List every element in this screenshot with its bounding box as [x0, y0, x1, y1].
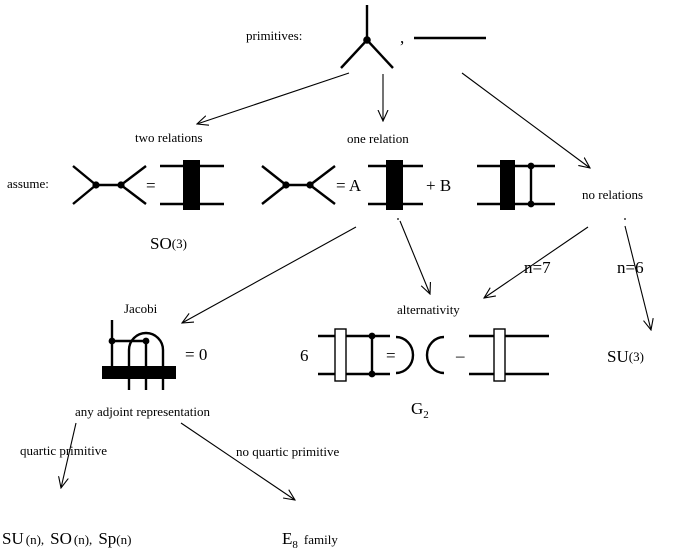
- no-relations-label: no relations: [582, 187, 643, 202]
- box-rung-diagram-icon: [477, 160, 555, 210]
- black-box-diagram-icon: [368, 160, 423, 210]
- h-diagram-icon: [72, 165, 147, 205]
- jacobi-label: Jacobi: [124, 301, 158, 316]
- arrow-to-alternativity: [399, 220, 430, 294]
- dot-mark: [624, 218, 626, 220]
- arrow-n7: [484, 226, 589, 298]
- coefficient-b: + B: [426, 176, 451, 195]
- alternativity-equals: =: [386, 346, 396, 365]
- alternativity-minus: –: [455, 346, 465, 365]
- jacobi-equals-zero: = 0: [185, 345, 207, 364]
- no-quartic-primitive-label: no quartic primitive: [236, 444, 339, 459]
- so3-result: SO(3): [150, 234, 187, 253]
- black-box-diagram-icon: [160, 160, 224, 210]
- alternativity-coefficient: 6: [300, 346, 309, 365]
- arrow-to-no-relations: [461, 72, 590, 168]
- left-arc-icon: [425, 335, 445, 375]
- dot-mark: [397, 218, 399, 220]
- right-arc-icon: [395, 335, 415, 375]
- one-relation-label: one relation: [347, 131, 409, 146]
- alternativity-label: alternativity: [397, 302, 460, 317]
- g2-result: G2: [411, 399, 429, 421]
- n7-label: n=7: [524, 258, 551, 277]
- comma-separator: ,: [400, 28, 404, 47]
- vertex-primitive-icon: [340, 5, 394, 69]
- arrow-to-two-relations: [197, 72, 350, 124]
- arrow-n6: [624, 225, 651, 330]
- assume-label: assume:: [7, 176, 49, 191]
- equals-sign: =: [146, 176, 156, 195]
- h-diagram-icon: [261, 165, 336, 205]
- two-relations-label: two relations: [135, 130, 203, 145]
- white-box-diagram-icon: [469, 328, 549, 382]
- white-box-rung-diagram-icon: [318, 328, 390, 382]
- quartic-primitive-label: quartic primitive: [20, 443, 107, 458]
- arrow-to-jacobi: [182, 226, 357, 323]
- jacobi-diagram-icon: [102, 320, 176, 390]
- classical-groups-result: SU(n),SO(n),Sp(n): [2, 529, 131, 548]
- arrow-to-classical: [61, 422, 77, 488]
- su3-result: SU(3): [607, 347, 644, 366]
- n6-label: n=6: [617, 258, 644, 277]
- coefficient-a: = A: [336, 176, 362, 195]
- arrow-to-e8: [180, 422, 295, 500]
- any-adjoint-label: any adjoint representation: [75, 404, 211, 419]
- primitives-label: primitives:: [246, 28, 302, 43]
